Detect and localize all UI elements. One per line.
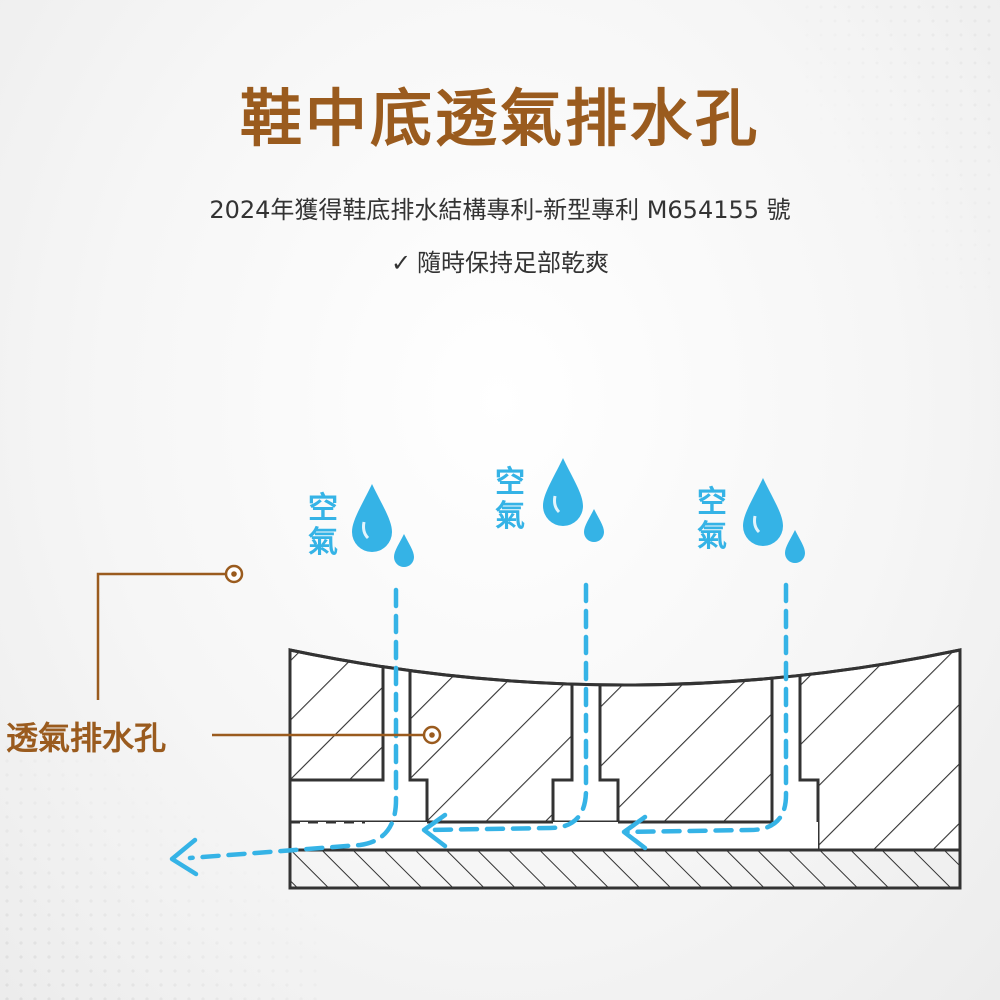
outsole-layer <box>288 848 962 890</box>
air-label-1: 空氣 <box>308 491 338 560</box>
air-label-3: 空氣 <box>697 485 727 554</box>
water-flow-path <box>187 582 789 861</box>
dot-pattern-decoration-right <box>800 0 1000 300</box>
water-drops <box>352 458 805 567</box>
feature-checkline: ✓隨時保持足部乾爽 <box>0 243 1000 278</box>
flow-arrowheads <box>169 812 648 877</box>
patent-subtitle: 2024年獲得鞋底排水結構專利-新型專利 M654155 號 <box>209 196 791 224</box>
air-char-top: 空 <box>308 491 338 526</box>
page-title: 鞋中底透氣排水孔 <box>239 82 760 155</box>
air-char-bottom: 氣 <box>308 525 338 560</box>
water-drop-icon <box>352 484 414 567</box>
dot-pattern-decoration <box>0 740 320 1000</box>
callout-lines <box>96 564 442 745</box>
air-label-2: 空氣 <box>495 465 525 534</box>
air-labels: 空氣 空氣 空氣 <box>308 465 727 560</box>
water-drop-icon <box>543 458 604 542</box>
arrowhead-icon <box>169 837 199 877</box>
feature-text: 隨時保持足部乾爽 <box>417 249 610 277</box>
drainage-hole-callout-label: 透氣排水孔 <box>6 719 167 757</box>
arrowhead-icon <box>621 814 648 851</box>
water-drop-icon <box>743 478 805 563</box>
check-icon: ✓ <box>390 249 412 277</box>
arrowhead-icon <box>421 812 448 849</box>
